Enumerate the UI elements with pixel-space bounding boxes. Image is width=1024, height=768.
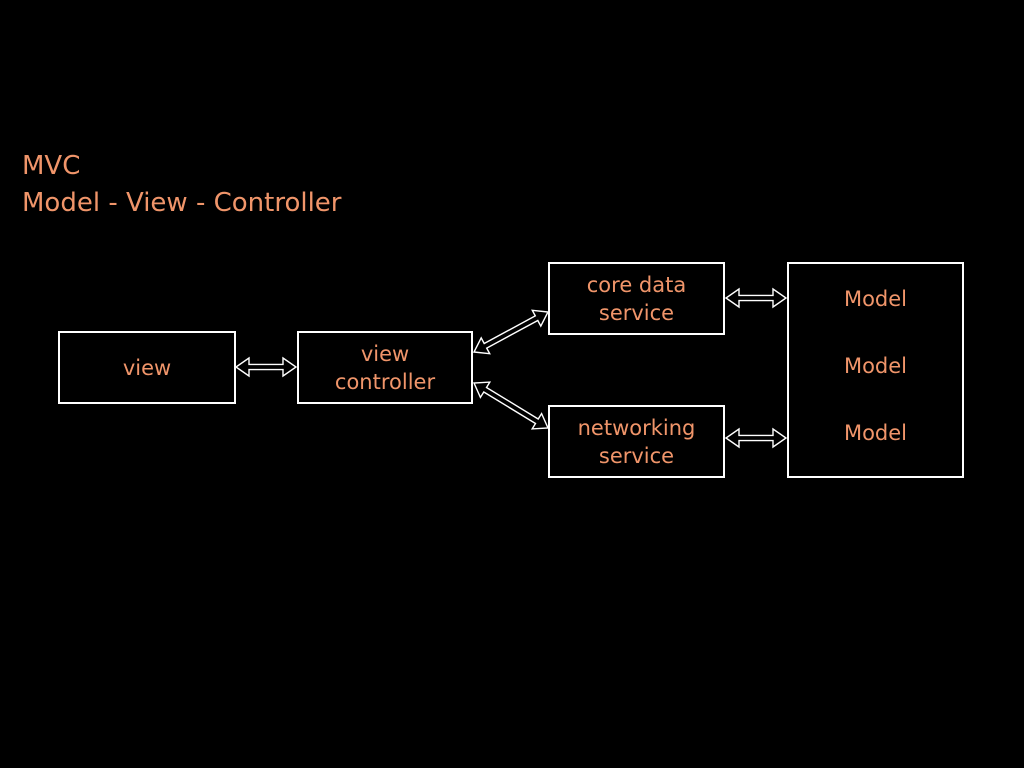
networking-service-box: networking service: [548, 405, 725, 478]
arrow-core-data-service-to-models: [724, 287, 788, 309]
core-data-service-box: core data service: [548, 262, 725, 335]
view-controller-label-line-1: view: [360, 341, 410, 366]
title-line-2: Model - View - Controller: [22, 188, 342, 218]
core-data-service-label-line-2: service: [598, 300, 675, 325]
arrow-networking-service-to-models: [724, 427, 788, 449]
view-box: view: [58, 331, 236, 404]
view-controller-box: view controller: [297, 331, 473, 404]
model-label-1: Model: [843, 287, 908, 311]
model-label-2: Model: [843, 354, 908, 378]
slide-title: MVC Model - View - Controller: [22, 148, 341, 222]
arrow-view-to-view-controller: [234, 356, 298, 378]
models-box: Model Model Model: [787, 262, 964, 478]
networking-service-label-line-2: service: [598, 443, 675, 468]
model-label-3: Model: [843, 421, 908, 445]
view-label: view: [122, 355, 172, 380]
core-data-service-label-line-1: core data: [586, 272, 687, 297]
networking-service-label-line-1: networking: [577, 415, 696, 440]
arrow-view-controller-to-core-data-service: [472, 309, 550, 355]
arrow-view-controller-to-networking-service: [472, 381, 550, 430]
view-controller-label-line-2: controller: [334, 369, 436, 394]
title-line-1: MVC: [22, 151, 81, 181]
